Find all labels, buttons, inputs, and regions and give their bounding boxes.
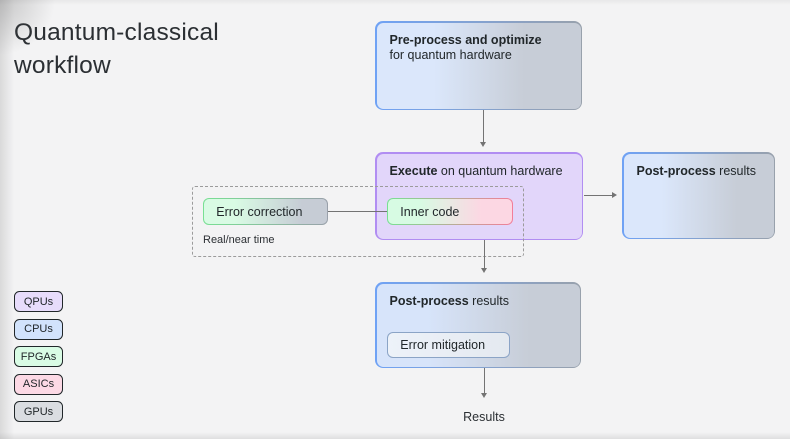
error-mitigation-label: Error mitigation	[400, 338, 486, 352]
preprocess-label: Pre-process and optimize for quantum har…	[390, 33, 568, 64]
postprocess-right-box: Post-process results	[622, 152, 775, 239]
page-title-line1: Quantum-classical	[14, 19, 219, 46]
postprocess-bottom-label-bold: Post-process	[389, 293, 469, 308]
inner-code-chip: Inner code	[387, 198, 513, 225]
execute-label-rest: on quantum hardware	[437, 163, 563, 178]
connector-error-correction-to-inner-code	[328, 211, 387, 213]
postprocess-right-label: Post-process results	[637, 164, 761, 180]
preprocess-box: Pre-process and optimize for quantum har…	[375, 21, 582, 110]
arrow-postprocess-to-results	[484, 368, 486, 393]
arrow-execute-to-postprocess-right	[584, 195, 612, 197]
page-title-line2: workflow	[14, 52, 111, 79]
error-correction-chip: Error correction	[203, 198, 328, 225]
error-mitigation-chip: Error mitigation	[387, 332, 510, 358]
inner-code-label: Inner code	[400, 204, 460, 219]
preprocess-label-bold: Pre-process and optimize	[389, 32, 542, 47]
legend-label-asics: ASICs	[22, 378, 55, 390]
results-label: Results	[463, 410, 505, 424]
legend-chip-fpgas: FPGAs	[14, 346, 63, 367]
realtime-label: Real/near time	[203, 234, 275, 246]
arrowhead-postprocess-to-results	[481, 393, 487, 398]
arrow-preprocess-to-execute	[483, 110, 485, 142]
execute-label: Execute on quantum hardware	[390, 164, 569, 180]
error-correction-label: Error correction	[216, 204, 303, 219]
legend-label-qpus: QPUs	[23, 295, 54, 308]
legend-label-gpus: GPUs	[23, 405, 54, 418]
postprocess-right-label-bold: Post-process	[636, 163, 716, 178]
arrowhead-execute-to-postprocess-bottom	[481, 268, 487, 273]
legend-chip-qpus: QPUs	[14, 291, 63, 312]
arrowhead-preprocess-to-execute	[480, 142, 486, 147]
postprocess-right-label-rest: results	[715, 163, 756, 178]
preprocess-label-rest: for quantum hardware	[389, 48, 512, 62]
legend-chip-cpus: CPUs	[14, 318, 63, 340]
legend-chip-asics: ASICs	[14, 373, 63, 395]
legend-label-fpgas: FPGAs	[20, 350, 57, 363]
postprocess-bottom-box: Post-process results	[375, 282, 581, 368]
legend: QPUs CPUs FPGAs ASICs GPUs	[14, 291, 63, 429]
arrowhead-execute-to-postprocess-right	[612, 192, 617, 198]
execute-box: Execute on quantum hardware	[375, 152, 583, 240]
legend-label-cpus: CPUs	[24, 323, 53, 335]
postprocess-bottom-label: Post-process results	[390, 294, 567, 310]
execute-label-bold: Execute	[389, 163, 438, 178]
legend-chip-gpus: GPUs	[14, 401, 63, 422]
postprocess-bottom-label-rest: results	[468, 293, 509, 308]
page-title: Quantum-classical workflow	[14, 16, 219, 82]
arrow-execute-to-postprocess-bottom	[484, 240, 486, 268]
